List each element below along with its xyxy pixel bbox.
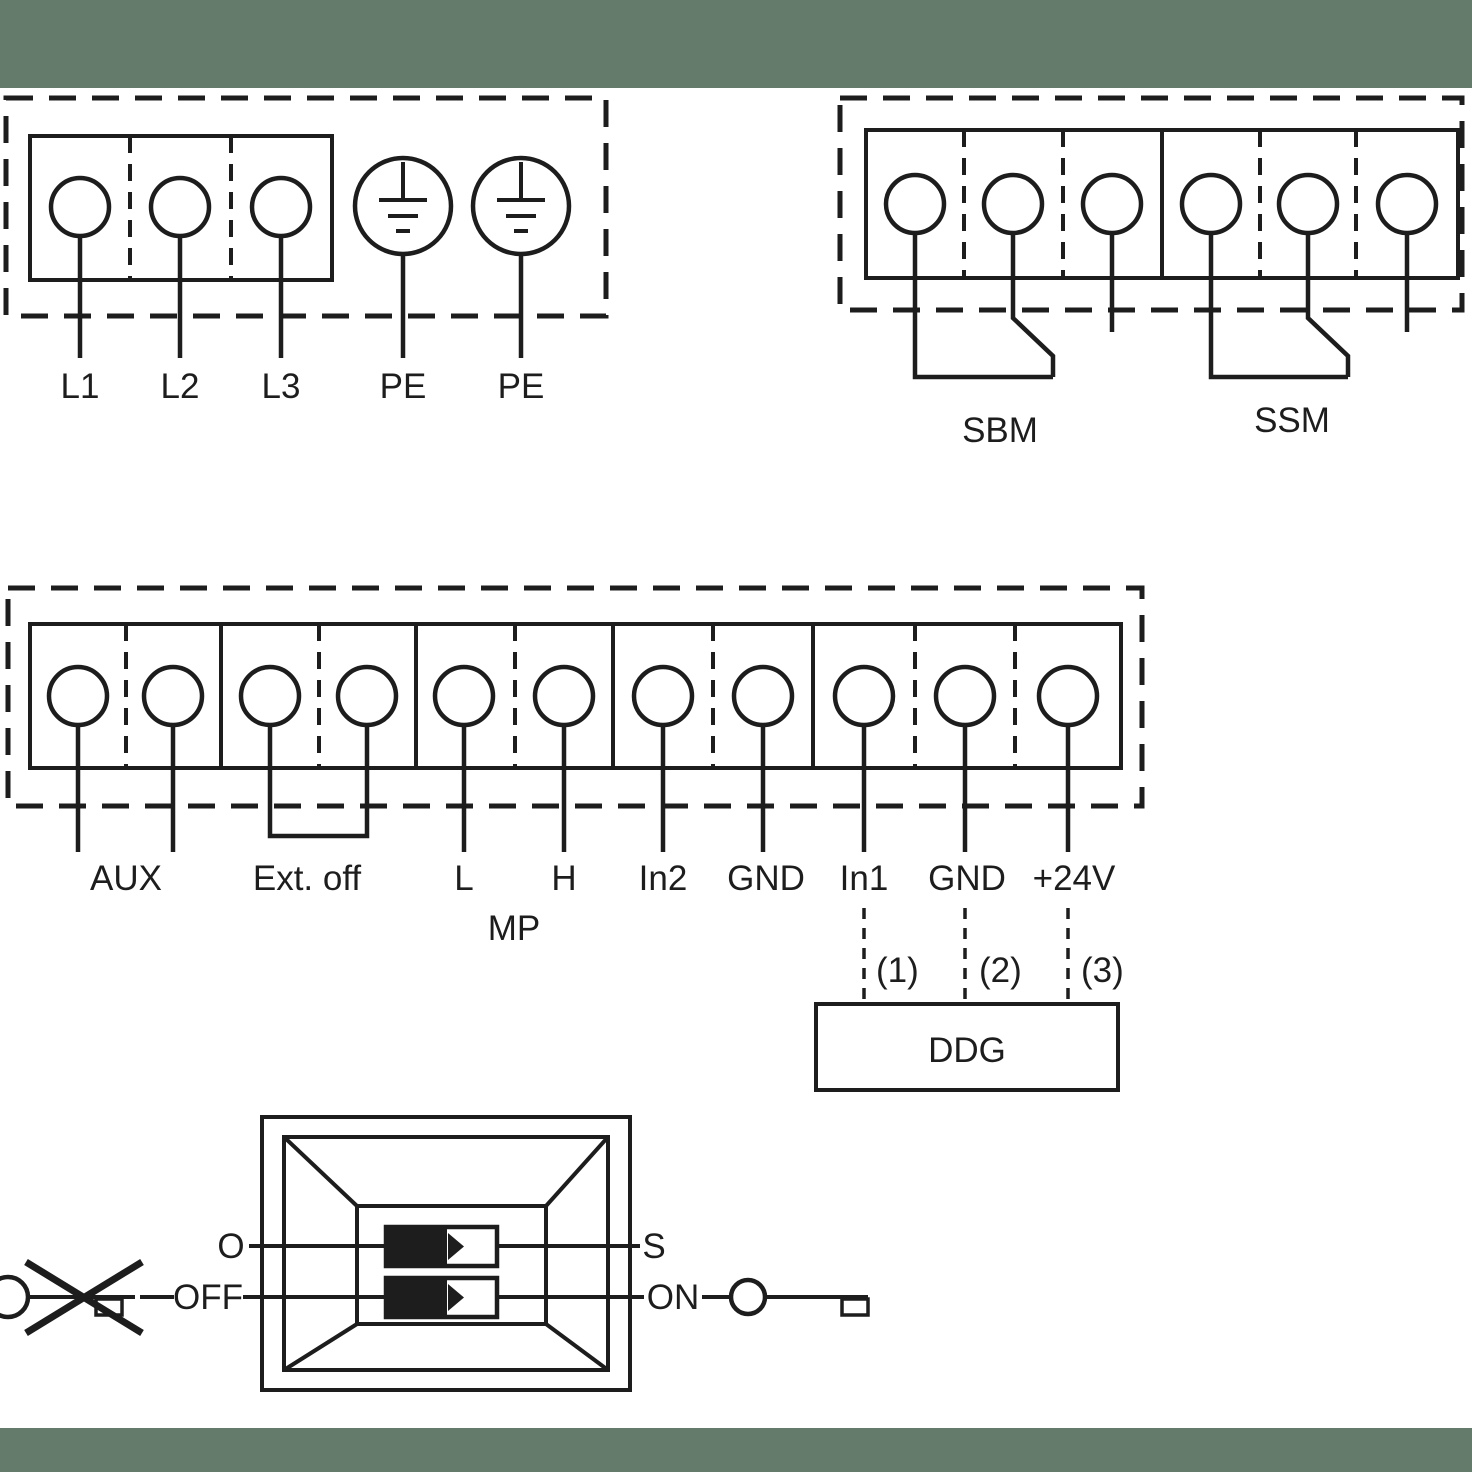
label-s: S xyxy=(642,1227,665,1266)
control-terminal-tails xyxy=(75,724,1071,852)
label-off: OFF xyxy=(173,1278,243,1317)
terminal-circle-sbm-3 xyxy=(1080,172,1144,236)
label-pin2: (2) xyxy=(979,951,1022,990)
terminal-circle-ssm-1 xyxy=(1179,172,1243,236)
label-o: O xyxy=(217,1227,244,1266)
power-terminal-block: L1 L2 L3 PE PE xyxy=(3,95,609,406)
label-ddg: DDG xyxy=(928,1031,1006,1070)
dip-switch-1[interactable] xyxy=(383,1224,500,1269)
ssm-contact-wiring xyxy=(1208,233,1410,380)
dip-recess xyxy=(355,1204,548,1326)
power-terminal-tails xyxy=(77,235,524,358)
terminal-circle-sbm-1 xyxy=(883,172,947,236)
label-l1: L1 xyxy=(61,367,100,406)
terminal-circle-gnd-b xyxy=(933,664,997,728)
relay-dashed-border xyxy=(837,95,1465,313)
control-terminal-strip xyxy=(28,622,1123,770)
signal-relay-block: SBM SSM xyxy=(837,95,1465,450)
dip-row-lines xyxy=(140,1244,729,1299)
power-dashed-border xyxy=(3,95,609,319)
label-ssm: SSM xyxy=(1254,401,1330,440)
terminal-circle-24v xyxy=(1036,664,1100,728)
label-pe2: PE xyxy=(498,367,545,406)
earth-ground-icon-1 xyxy=(352,155,454,257)
label-h: H xyxy=(551,859,576,898)
label-gnd-b: GND xyxy=(928,859,1006,898)
terminal-circle-aux-2 xyxy=(141,664,205,728)
no-key-icon xyxy=(0,1259,144,1336)
ddg-box xyxy=(814,1002,1120,1092)
terminal-circle-ssm-2 xyxy=(1276,172,1340,236)
terminal-circle-l1 xyxy=(48,175,112,239)
terminal-circle-ssm-3 xyxy=(1375,172,1439,236)
label-24v: +24V xyxy=(1033,859,1116,898)
label-l3: L3 xyxy=(262,367,301,406)
label-ext-off: Ext. off xyxy=(253,859,362,898)
label-gnd-a: GND xyxy=(727,859,805,898)
terminal-circle-mp-h xyxy=(532,664,596,728)
terminal-circle-l2 xyxy=(148,175,212,239)
dip-switch-2[interactable] xyxy=(383,1275,500,1320)
control-terminal-block: AUX Ext. off L H In2 GND In1 GND +24V MP xyxy=(5,585,1145,948)
terminal-circle-l3 xyxy=(249,175,313,239)
dip-switch-module: O S OFF ON xyxy=(0,1115,870,1392)
label-pe1: PE xyxy=(380,367,427,406)
terminal-circle-gnd-a xyxy=(731,664,795,728)
sbm-contact-wiring xyxy=(912,233,1115,380)
label-pin3: (3) xyxy=(1081,951,1124,990)
dip-inner-frame xyxy=(282,1135,610,1372)
label-mp: MP xyxy=(488,909,541,948)
terminal-circle-extoff-2 xyxy=(335,664,399,728)
label-sbm: SBM xyxy=(962,411,1038,450)
terminal-circle-in1 xyxy=(832,664,896,728)
control-dashed-border xyxy=(5,585,1145,809)
diagram-canvas xyxy=(0,88,1472,1428)
terminal-circle-sbm-2 xyxy=(981,172,1045,236)
terminal-circle-extoff-1 xyxy=(238,664,302,728)
label-in1: In1 xyxy=(840,859,889,898)
dip-outer-frame xyxy=(260,1115,632,1392)
label-on: ON xyxy=(647,1278,700,1317)
earth-ground-icon-2 xyxy=(470,155,572,257)
label-l: L xyxy=(454,859,473,898)
label-in2: In2 xyxy=(639,859,688,898)
label-pin1: (1) xyxy=(876,951,919,990)
switch-1-notch xyxy=(448,1233,464,1260)
terminal-circle-mp-l xyxy=(432,664,496,728)
terminal-circle-in2 xyxy=(631,664,695,728)
key-icon xyxy=(728,1277,870,1317)
label-aux: AUX xyxy=(90,859,162,898)
switch-2-notch xyxy=(448,1284,464,1311)
ext-off-jumper xyxy=(267,724,370,839)
ddg-sensor-section: (1) (2) (3) DDG xyxy=(814,908,1124,1092)
label-l2: L2 xyxy=(161,367,200,406)
terminal-circle-aux-1 xyxy=(46,664,110,728)
